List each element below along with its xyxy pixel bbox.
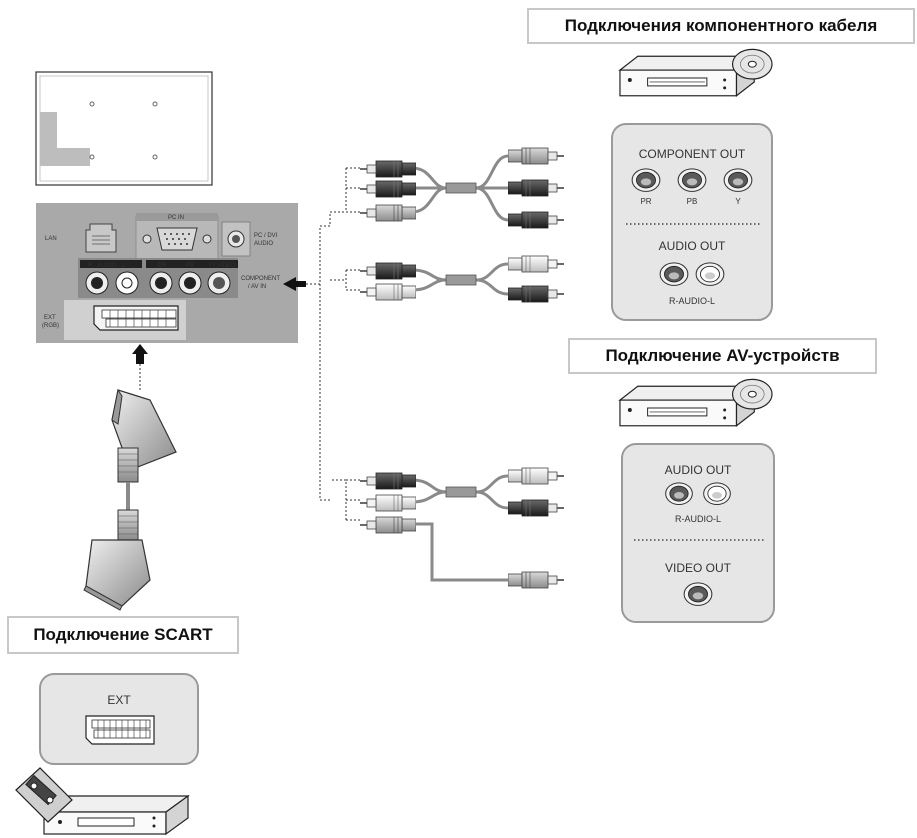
av-plug-left-r: [360, 472, 416, 490]
component-av-in-label-1: COMPONENT: [241, 276, 280, 282]
tv-back-panel: [35, 71, 213, 186]
av-dvd-player-icon: [619, 378, 773, 427]
tv-pr-jack: [149, 271, 173, 295]
component-dvd-player-icon: [619, 48, 773, 97]
ext-rgb-label-1: EXT: [44, 315, 56, 321]
pc-dvi-audio-label-1: PC / DVI: [254, 233, 278, 239]
component-audio-out-l-jack: [695, 262, 725, 286]
av-plug-right-l: [508, 467, 564, 485]
audio-plug-left-r: [360, 262, 416, 280]
lan-label: LAN: [45, 236, 57, 242]
tv-scart-port: [64, 300, 186, 340]
av-video-out-label: VIDEO OUT: [665, 561, 732, 575]
component-cable: [411, 154, 509, 222]
scart-connection-title: Подключение SCART: [7, 616, 239, 654]
scart-cable: [83, 388, 177, 611]
component-out-y-jack: [723, 168, 753, 192]
pc-dvi-audio-label-2: AUDIO: [254, 241, 273, 247]
lan-port: [85, 223, 117, 253]
audio-plug-left-l: [360, 283, 416, 301]
av-video-out-jack: [683, 582, 713, 606]
tv-audio-label: R - AUDIO - L: [88, 263, 126, 269]
component-out-pb-jack: [677, 168, 707, 192]
vcr-player-icon: [15, 767, 190, 836]
ext-rgb-label-2: (RGB): [42, 323, 59, 329]
audio-plug-right-l: [508, 255, 564, 273]
av-connection-title: Подключение AV-устройств: [568, 338, 877, 374]
component-out-pb-label: PB: [687, 197, 698, 206]
scart-up-arrow: [132, 344, 148, 364]
av-cable: [411, 474, 509, 582]
component-plug-right-pr: [508, 147, 564, 165]
component-connection-title: Подключения компонентного кабеля: [527, 8, 915, 44]
av-audio-out-l-jack: [703, 482, 731, 505]
tv-y-video-label: Y / VIDEO: [208, 263, 236, 269]
pc-in-label: PC IN: [168, 215, 184, 221]
tv-audio-l-jack: [115, 271, 139, 295]
tv-pb-label: PB: [186, 263, 194, 269]
audio-cable: [411, 262, 509, 296]
tv-pr-label: PR: [158, 263, 167, 269]
av-r-audio-l-label: R-AUDIO-L: [675, 514, 721, 524]
component-plug-right-y: [508, 211, 564, 229]
av-plug-left-l: [360, 494, 416, 512]
component-r-audio-l-label: R-AUDIO-L: [669, 296, 715, 306]
component-plug-left-pb: [360, 180, 416, 198]
av-plug-right-r: [508, 499, 564, 517]
component-out-y-label: Y: [735, 197, 741, 206]
audio-plug-right-r: [508, 285, 564, 303]
component-av-in-label-2: / AV IN: [248, 284, 266, 290]
tv-y-jack: [207, 271, 231, 295]
tv-audio-r-jack: [85, 271, 109, 295]
component-out-label: COMPONENT OUT: [639, 147, 746, 161]
component-av-in-arrow: [283, 277, 306, 291]
component-audio-out-label: AUDIO OUT: [659, 239, 726, 253]
scart-ext-port: [85, 715, 155, 745]
component-out-pr-label: PR: [640, 197, 651, 206]
component-plug-left-y: [360, 204, 416, 222]
component-out-pr-jack: [631, 168, 661, 192]
av-audio-out-r-jack: [665, 482, 693, 505]
component-plug-right-pb: [508, 179, 564, 197]
component-plug-left-pr: [360, 160, 416, 178]
component-audio-out-r-jack: [659, 262, 689, 286]
pc-in-port: [142, 227, 212, 251]
pc-dvi-audio-port: [227, 230, 245, 248]
av-plug-right-video: [508, 571, 564, 589]
av-plug-left-video: [360, 516, 416, 534]
av-device-panel: [621, 443, 775, 623]
av-audio-out-label: AUDIO OUT: [665, 463, 732, 477]
tv-pb-jack: [178, 271, 202, 295]
scart-ext-label: EXT: [107, 693, 131, 707]
